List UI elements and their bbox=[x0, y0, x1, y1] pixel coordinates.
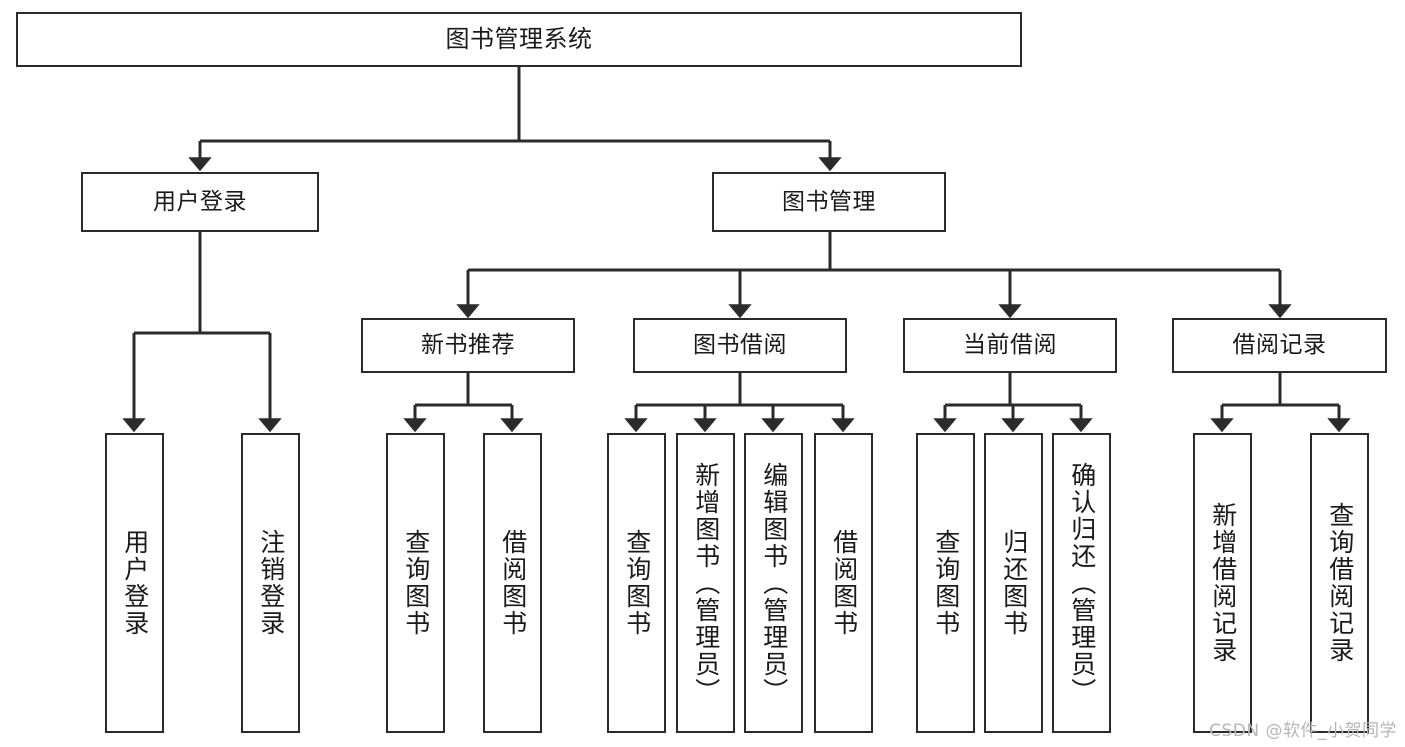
node-leaf-query-book-1[interactable]: 查询图书 bbox=[386, 433, 445, 733]
node-leaf-borrow-book-1[interactable]: 借阅图书 bbox=[483, 433, 542, 733]
node-leaf-return-book-label: 归还图书 bbox=[999, 529, 1029, 637]
node-user-login-label: 用户登录 bbox=[153, 188, 247, 215]
node-leaf-logout-login-label: 注销登录 bbox=[256, 529, 286, 637]
node-leaf-query-book-2[interactable]: 查询图书 bbox=[607, 433, 666, 733]
node-leaf-add-record-label: 新增借阅记录 bbox=[1208, 502, 1238, 664]
node-root-label: 图书管理系统 bbox=[445, 24, 593, 53]
node-book-management[interactable]: 图书管理 bbox=[712, 172, 946, 232]
node-current-borrow-label: 当前借阅 bbox=[963, 332, 1057, 359]
node-leaf-borrow-book-2[interactable]: 借阅图书 bbox=[814, 433, 873, 733]
node-user-login[interactable]: 用户登录 bbox=[81, 172, 319, 232]
csdn-watermark: CSDN @软件_小贺同学 bbox=[1209, 721, 1397, 741]
node-leaf-confirm-return-label: 确认归还（管理员） bbox=[1067, 461, 1097, 705]
node-leaf-borrow-book-2-label: 借阅图书 bbox=[829, 529, 859, 637]
node-leaf-user-login-label: 用户登录 bbox=[120, 529, 150, 637]
node-leaf-add-book[interactable]: 新增图书（管理员） bbox=[676, 433, 735, 733]
node-book-borrow-label: 图书借阅 bbox=[693, 332, 787, 359]
node-leaf-return-book[interactable]: 归还图书 bbox=[984, 433, 1043, 733]
node-leaf-edit-book-label: 编辑图书（管理员） bbox=[759, 461, 789, 705]
node-borrow-record-label: 借阅记录 bbox=[1232, 332, 1327, 359]
node-leaf-query-book-3-label: 查询图书 bbox=[931, 529, 961, 637]
node-book-management-label: 图书管理 bbox=[782, 188, 876, 215]
node-leaf-query-book-2-label: 查询图书 bbox=[622, 529, 652, 637]
node-borrow-record[interactable]: 借阅记录 bbox=[1172, 318, 1387, 373]
node-leaf-edit-book[interactable]: 编辑图书（管理员） bbox=[744, 433, 803, 733]
node-leaf-query-book-1-label: 查询图书 bbox=[401, 529, 431, 637]
node-leaf-confirm-return[interactable]: 确认归还（管理员） bbox=[1052, 433, 1111, 733]
node-leaf-add-record[interactable]: 新增借阅记录 bbox=[1193, 433, 1252, 733]
node-leaf-logout-login[interactable]: 注销登录 bbox=[241, 433, 300, 733]
node-new-book-recommend-label: 新书推荐 bbox=[421, 332, 515, 359]
node-leaf-query-book-3[interactable]: 查询图书 bbox=[916, 433, 975, 733]
node-leaf-add-book-label: 新增图书（管理员） bbox=[691, 461, 721, 705]
node-current-borrow[interactable]: 当前借阅 bbox=[903, 318, 1117, 373]
node-leaf-query-record[interactable]: 查询借阅记录 bbox=[1310, 433, 1369, 733]
node-leaf-user-login[interactable]: 用户登录 bbox=[105, 433, 164, 733]
node-leaf-borrow-book-1-label: 借阅图书 bbox=[498, 529, 528, 637]
node-new-book-recommend[interactable]: 新书推荐 bbox=[361, 318, 575, 373]
node-leaf-query-record-label: 查询借阅记录 bbox=[1325, 502, 1355, 664]
node-book-borrow[interactable]: 图书借阅 bbox=[633, 318, 847, 373]
node-root[interactable]: 图书管理系统 bbox=[16, 12, 1022, 67]
